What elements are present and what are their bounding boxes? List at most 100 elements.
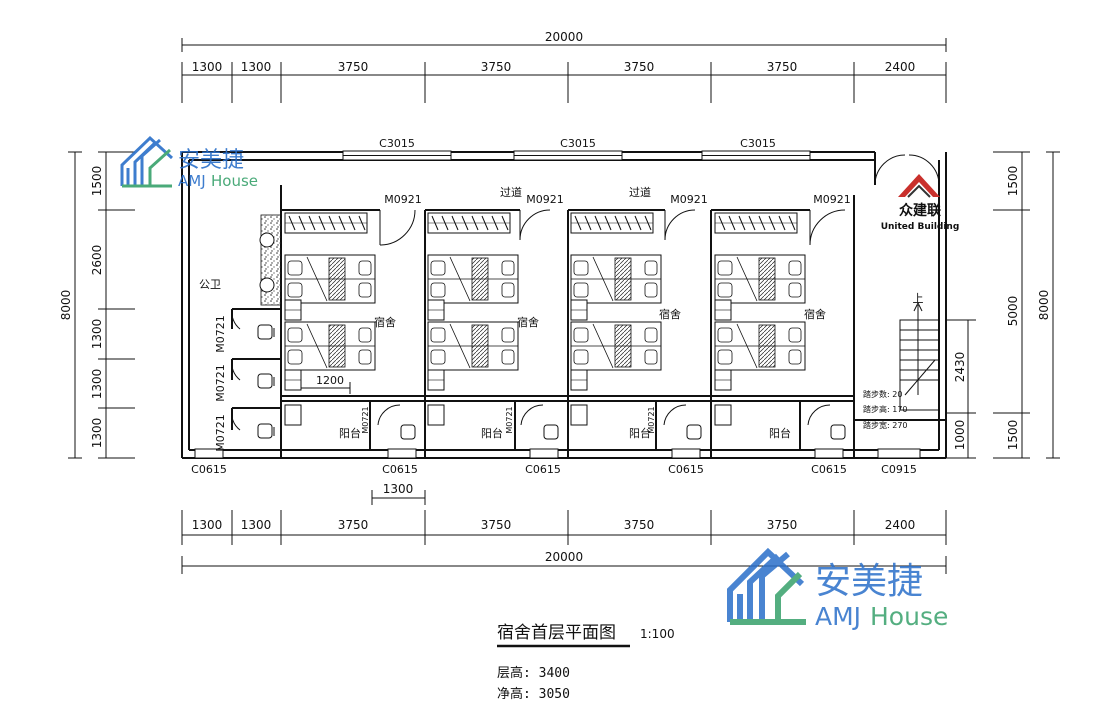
pillow	[287, 282, 303, 298]
right-dim-inner: 2430	[953, 352, 967, 383]
ub-logo-cn: 众建联	[899, 202, 942, 219]
bed-ladder	[614, 257, 632, 301]
toilet-cubicle-doors: M0721 M0721 M0721	[214, 315, 227, 452]
balcony-door-swing	[663, 404, 687, 426]
pillow	[501, 349, 515, 365]
amj-house-icon	[120, 135, 174, 188]
pillow	[501, 260, 515, 276]
top-windows	[342, 150, 811, 161]
balcony-toilet	[543, 424, 559, 440]
pillow	[287, 327, 303, 343]
right-dim-seg: 1500	[1006, 420, 1020, 451]
window-label: C0615	[382, 463, 418, 476]
toilet-door-label: M0721	[214, 315, 227, 353]
bottom-windows	[194, 448, 921, 459]
bottom-dim-seg: 3750	[338, 518, 369, 532]
pillow	[430, 327, 446, 343]
bottom-dimension-lines	[181, 490, 947, 574]
corridor-labels: 过道 过道	[500, 185, 651, 199]
bed-diagonal	[306, 323, 328, 369]
door-label: M0921	[384, 193, 422, 206]
bed-diagonal	[449, 256, 471, 302]
pillow	[788, 260, 802, 276]
drawing-scale: 1:100	[640, 627, 675, 641]
right-total-dim: 8000	[1037, 290, 1051, 321]
amj-logo-bottom: 安美捷 AMJ House	[727, 547, 948, 631]
pillow	[430, 349, 446, 365]
top-dimension-lines	[181, 38, 947, 103]
bottom-segment-dims: 1300 1300 3750 3750 3750 3750 2400	[192, 518, 916, 532]
top-segment-dims: 1300 1300 3750 3750 3750 3750 2400	[192, 60, 916, 74]
door-label: M0921	[526, 193, 564, 206]
window-label: C0615	[191, 463, 227, 476]
door-label: M0921	[670, 193, 708, 206]
stair-up-label: 上	[913, 292, 924, 305]
toilet-door-label: M0721	[214, 414, 227, 452]
dorm-label: 宿舍	[374, 315, 396, 329]
bed-ladder	[758, 324, 776, 368]
balcony-door-swing	[807, 404, 831, 426]
top-total-dim: 20000	[545, 30, 583, 44]
window-label: C3015	[740, 137, 776, 150]
left-dim-seg: 1300	[90, 319, 104, 350]
left-dim-seg: 1300	[90, 418, 104, 449]
bed-ladder	[471, 324, 489, 368]
top-dim-seg: 2400	[885, 60, 916, 74]
united-building-logo: 众建联 United Building	[881, 174, 959, 232]
left-dim-seg: 1500	[90, 166, 104, 197]
dorm-rooms	[284, 212, 846, 440]
right-dim-seg: 1500	[1006, 166, 1020, 197]
top-dim-seg: 3750	[481, 60, 512, 74]
pillow	[573, 282, 589, 298]
amj-logo-top: 安美捷 AMJ House	[120, 135, 258, 190]
pillow	[287, 349, 303, 365]
bed-ladder	[758, 257, 776, 301]
pillow	[358, 282, 372, 298]
door-labels: M0921 M0921 M0921 M0921	[384, 193, 851, 206]
right-segment-dims: 1500 5000 1500 2430 1000	[953, 166, 1020, 451]
pillow	[644, 282, 658, 298]
public-toilet-label: 公卫	[199, 278, 221, 291]
bottom-window-labels: C0615 C0615 C0615 C0615 C0615 C0915	[191, 463, 917, 476]
right-dimension-lines	[946, 151, 1060, 459]
amj-logo-en-a: AMJ	[815, 602, 861, 631]
bottom-dim-seg: 1300	[241, 518, 272, 532]
balcony-label: 阳台	[339, 426, 361, 440]
right-dim-seg: 5000	[1006, 296, 1020, 327]
window-label: C0915	[881, 463, 917, 476]
top-dim-seg: 3750	[624, 60, 655, 74]
left-segment-dims: 1500 2600 1300 1300 1300	[90, 166, 104, 449]
drawing-title: 宿舍首层平面图	[497, 623, 616, 643]
top-window-labels: C3015 C3015 C3015	[379, 137, 776, 150]
balcony-sink	[284, 404, 302, 426]
bottom-dim-seg: 3750	[767, 518, 798, 532]
left-dimension-lines	[68, 151, 135, 459]
right-dim-inner: 1000	[953, 420, 967, 451]
pillow	[573, 260, 589, 276]
pillow	[717, 260, 733, 276]
floor-height-note: 层高: 3400	[497, 665, 570, 681]
amj-house-icon	[727, 547, 806, 625]
balcony-door-labels: M0721 M0721 M0721	[361, 406, 656, 433]
balcony-toilet	[686, 424, 702, 440]
bottom-dim-seg: 1300	[192, 518, 223, 532]
dorm-label: 宿舍	[804, 307, 826, 321]
balcony-door-swing	[377, 404, 401, 426]
door-swings	[379, 154, 940, 246]
corridor-label: 过道	[500, 185, 522, 199]
amj-logo-en-b: House	[870, 602, 948, 631]
window-label: C0615	[811, 463, 847, 476]
balcony-label: 阳台	[481, 426, 503, 440]
pillow	[717, 282, 733, 298]
pillow	[644, 327, 658, 343]
pillow	[358, 327, 372, 343]
amj-logo-en-a: AMJ	[178, 172, 206, 190]
pillow	[717, 327, 733, 343]
urinals	[259, 232, 275, 293]
balcony-label: 阳台	[629, 426, 651, 440]
toilet-fixtures	[231, 308, 275, 439]
balcony-door-label: M0721	[505, 406, 514, 433]
pillow	[430, 282, 446, 298]
stair-steps: 踏步数: 20	[863, 389, 902, 399]
